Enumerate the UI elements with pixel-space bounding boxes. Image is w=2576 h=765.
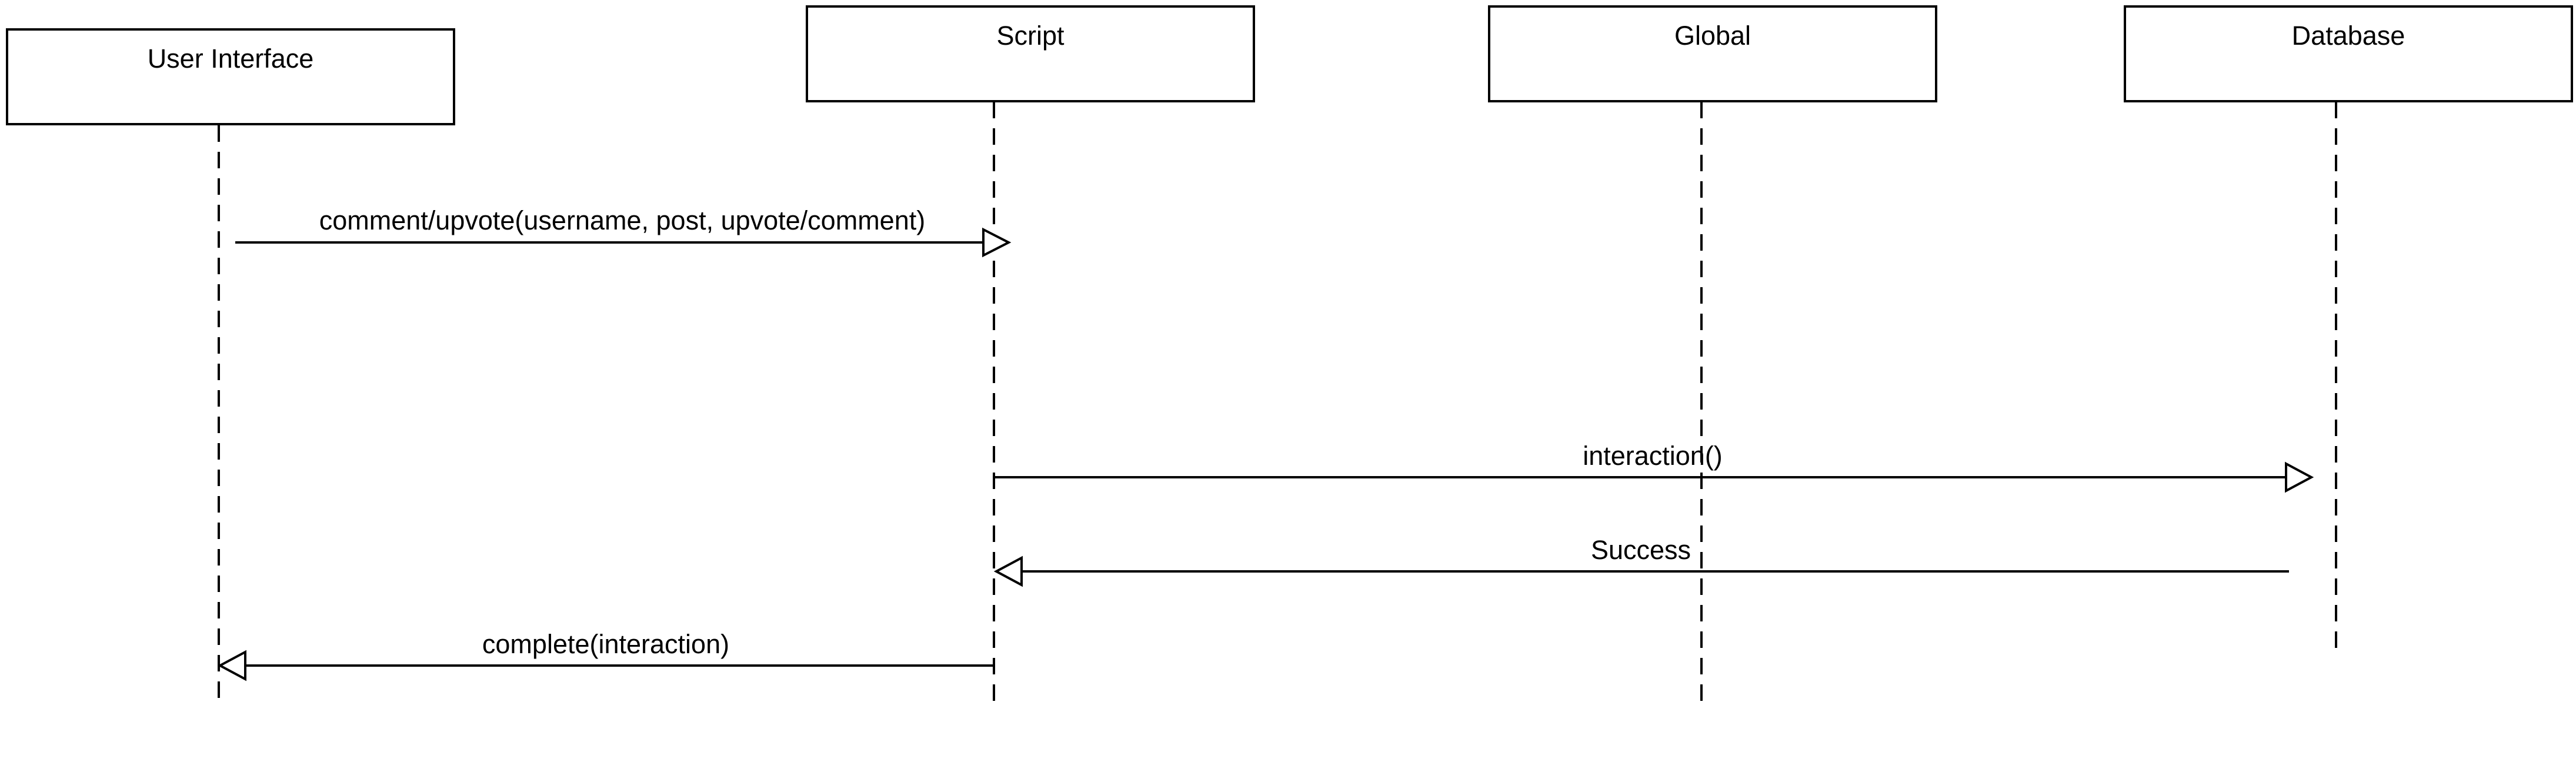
participant-box [2124,5,2573,102]
message-label: comment/upvote(username, post, upvote/co… [319,205,925,235]
message-label: complete(interaction) [482,629,729,659]
participant-label: Script [996,21,1065,51]
participant-box [1488,5,1937,102]
participant-label: Global [1674,21,1751,51]
arrowhead-icon [993,556,1023,587]
participant-box [806,5,1255,102]
message-label: Success [1591,535,1691,565]
participant-label: Database [2292,21,2405,51]
message-complete[interactable]: complete(interaction) [217,629,994,681]
message-interaction[interactable]: interaction() [994,441,2314,493]
participant-user-interface[interactable]: User Interface [6,28,455,125]
participant-label: User Interface [148,44,314,74]
arrowhead-icon [217,650,246,681]
arrowhead-icon [2285,461,2314,493]
arrowhead-icon [982,227,1012,258]
message-label: interaction() [1583,441,1723,471]
participant-global[interactable]: Global [1488,5,1937,102]
participant-database[interactable]: Database [2124,5,2573,102]
message-comment-upvote[interactable]: comment/upvote(username, post, upvote/co… [235,205,1012,258]
message-success[interactable]: Success [993,535,2289,587]
participant-script[interactable]: Script [806,5,1255,102]
participant-box [6,28,455,125]
